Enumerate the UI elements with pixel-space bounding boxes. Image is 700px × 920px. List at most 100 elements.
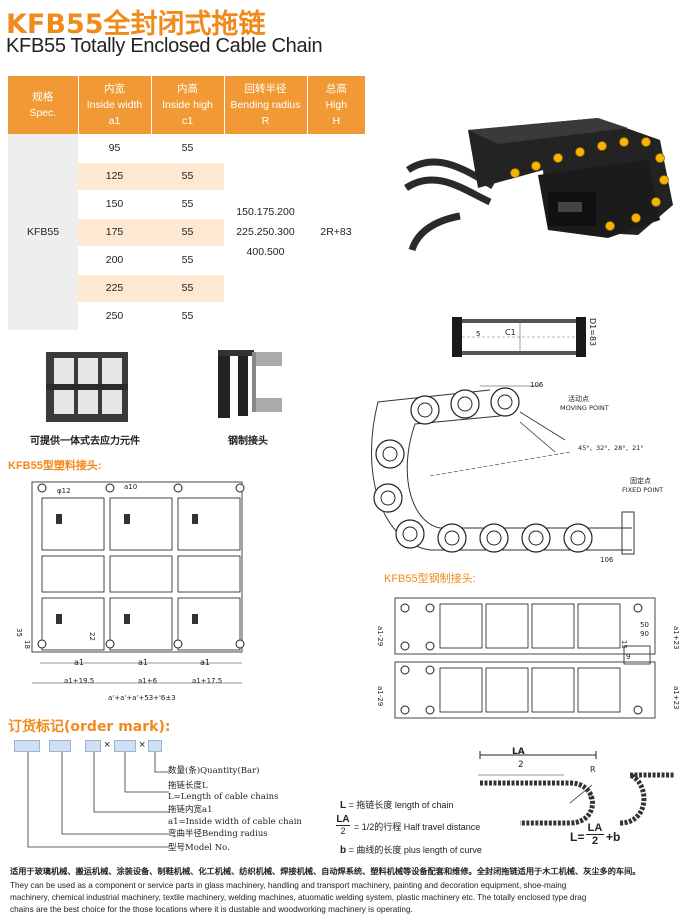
order-box-quantity [148, 740, 162, 752]
order-label-length-en: L=Length of cable chains [168, 792, 279, 802]
order-x-2: × [139, 739, 146, 751]
nine-label: 9 [626, 653, 631, 661]
cell-c1: 55 [151, 274, 224, 303]
header-total-en: High [325, 99, 348, 111]
a1-29-label-1: a1-29 [376, 626, 384, 647]
header-total-sym: H [332, 115, 341, 127]
a1-29-label-2: a1-29 [376, 686, 384, 707]
header-inside-high: 内高 Inside high c1 [151, 76, 225, 134]
order-label-radius: 弯曲半径Bending radius [168, 829, 268, 839]
header-inside-width: 内宽 Inside width a1 [78, 76, 152, 134]
plastic-joint-drawing [31, 481, 245, 684]
a1-23-label-2: a1+23 [672, 686, 680, 710]
legend-l-text: = 拖链长度 length of chain [348, 800, 454, 810]
a1-label-3: a1 [200, 658, 210, 667]
legend-la-text: = 1/2的行程 Half travel distance [354, 822, 481, 832]
a10-label: a10 [124, 483, 138, 491]
fifty-label: 50 [640, 621, 649, 629]
cell-a1: 225 [78, 274, 151, 303]
order-x-1: × [104, 739, 111, 751]
a1-23-label-1: a1+23 [672, 626, 680, 650]
header-spec: 规格 Spec. [8, 76, 79, 134]
eighteen-label: 18 [23, 640, 31, 649]
d1-label: D1=83 [588, 318, 597, 347]
header-spec-cn: 规格 [32, 91, 54, 103]
legend-la-sym: LA [336, 814, 350, 825]
b-label: b [588, 792, 594, 801]
moving-point-en: MOVING POINT [560, 404, 609, 412]
steel-joint-drawing [394, 597, 656, 719]
a1-6-label: a1+6 [138, 677, 158, 685]
header-high-sym: c1 [181, 115, 194, 127]
header-spec-en: Spec. [29, 107, 57, 119]
formula-b: +b [606, 830, 621, 844]
formula-den: 2 [586, 834, 604, 847]
len106-top-label: 106 [530, 381, 544, 389]
thirtyfive-label: 35 [15, 628, 23, 637]
order-box-length [114, 740, 136, 752]
header-width-cn: 内宽 [104, 83, 125, 95]
page-title-cn: KFB55全封闭式拖链 [6, 9, 266, 40]
legend-b-sym: b [340, 845, 347, 856]
legend-l-sym: L [340, 800, 347, 811]
order-label-model: 型号Model No. [168, 843, 230, 853]
fixed-point-en: FIXED POINT [622, 486, 664, 494]
header-high-cn: 内高 [177, 83, 198, 95]
travel-diagram [478, 751, 675, 826]
order-label-width-cn: 拖链内宽a1 [168, 805, 213, 815]
cell-c1: 55 [151, 302, 224, 331]
header-high-en: Inside high [162, 99, 213, 111]
total-length-label: a'+a'+a'+53+'6±3 [108, 694, 176, 702]
c1-label: C1 [505, 328, 516, 337]
ninety-label: 90 [640, 630, 649, 638]
steel-joint-title: KFB55型钢制接头: [384, 573, 476, 585]
header-radius-sym: R [261, 115, 270, 127]
radius-value: 225.250.300 [236, 225, 295, 238]
header-width-sym: a1 [108, 115, 121, 127]
r-label: R [590, 765, 596, 774]
cell-c1: 55 [151, 162, 224, 191]
order-label-length-cn: 拖链长度L [168, 781, 208, 791]
cell-c1: 55 [151, 246, 224, 275]
stress-relief-caption: 可提供一体式去应力元件 [30, 436, 140, 447]
moving-point-cn: 活动点 [568, 395, 589, 403]
cell-c1: 55 [151, 218, 224, 247]
footer-description-cn: 适用于玻璃机械、搬运机械、涂装设备、制鞋机械、化工机械、纺织机械、焊接机械、自动… [10, 867, 641, 876]
steel-joint-caption: 钢制接头 [228, 436, 268, 447]
header-width-en: Inside width [86, 99, 143, 111]
table-row: KFB55 95 55 150.175.200 225.250.300 400.… [8, 134, 365, 331]
cell-a1: 200 [78, 246, 151, 275]
header-total-cn: 总高 [325, 83, 347, 95]
fifteen-label: 15 [620, 640, 628, 649]
legend-b: b = 曲线的长度 plus length of curve [340, 843, 482, 856]
cell-a1: 175 [78, 218, 151, 247]
order-label-width-en: a1=Inside width of cable chain [168, 817, 302, 827]
plastic-joint-title: KFB55型塑料接头: [8, 460, 102, 472]
cell-a1: 150 [78, 190, 151, 219]
a1-label-2: a1 [138, 658, 148, 667]
order-mark-title: 订货标记(order mark): [8, 719, 171, 735]
order-leader-lines [27, 752, 169, 848]
formula-num: LA [587, 822, 603, 834]
fixed-point-cn: 固定点 [630, 477, 651, 485]
twentytwo-label: 22 [88, 632, 96, 641]
phi12-label: φ12 [57, 487, 71, 495]
bending-radius-drawing [371, 385, 635, 555]
order-box-width [85, 740, 101, 752]
cell-a1: 250 [78, 302, 151, 331]
spec-cell: KFB55 [8, 134, 78, 331]
cell-a1: 125 [78, 162, 151, 191]
order-label-quantity: 数量(条)Quantity(Bar) [168, 766, 260, 776]
angles-label: 45°、32°、28°、21° [578, 444, 644, 452]
formula-l: L= [570, 830, 585, 844]
la-top: LA [512, 747, 525, 757]
la-top-den: 2 [518, 760, 524, 770]
steel-joint-photo [218, 350, 282, 418]
